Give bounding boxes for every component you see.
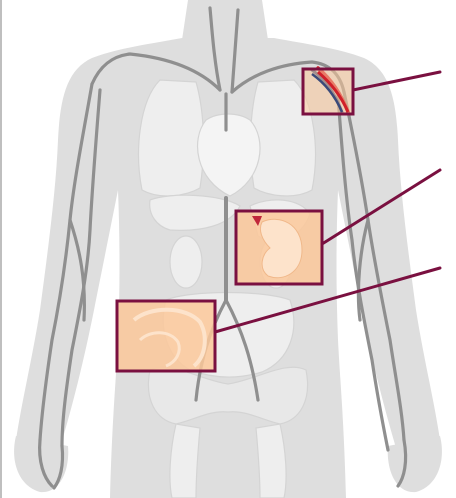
callout-box-liver-kidney[interactable] [236, 211, 322, 284]
callout-box-lower-abdomen[interactable] [117, 301, 215, 371]
callout-box-upper-arm[interactable] [303, 69, 353, 114]
